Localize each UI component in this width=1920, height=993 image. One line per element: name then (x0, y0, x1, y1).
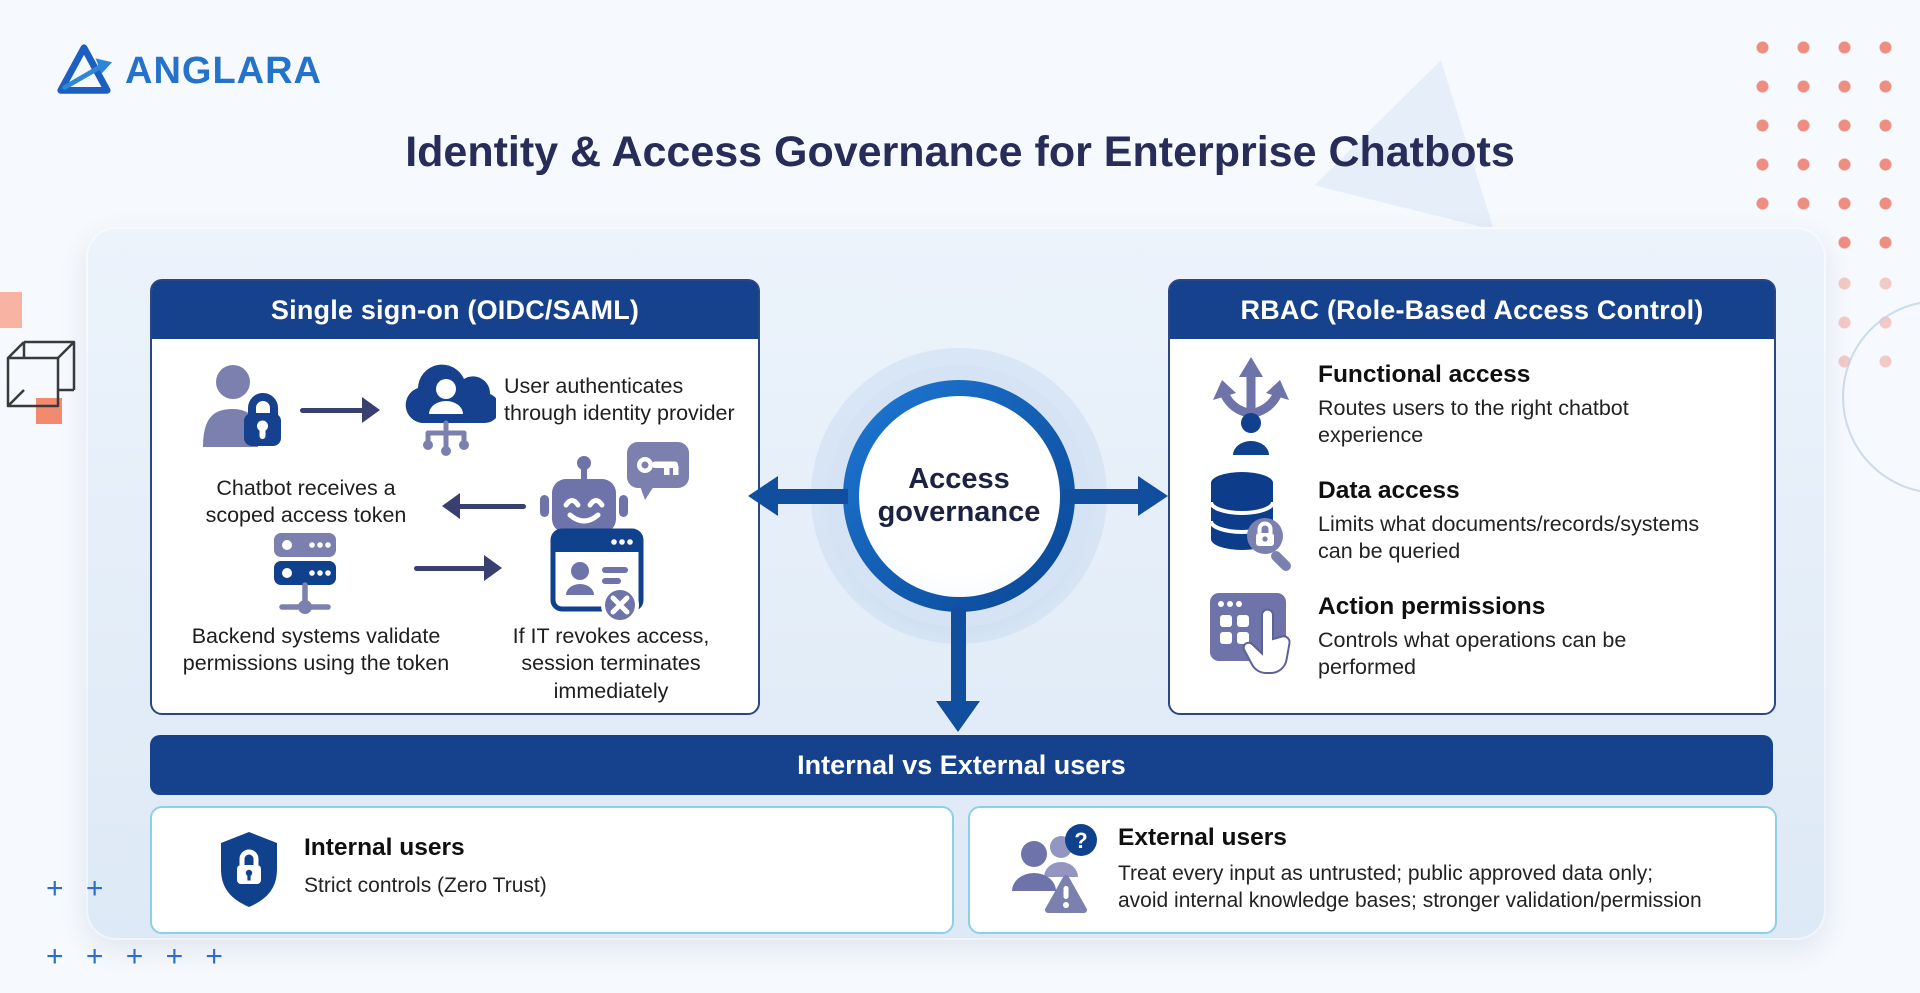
internal-users-title: Internal users (304, 834, 465, 861)
sso-card: Single sign-on (OIDC/SAML) User authenti… (150, 279, 760, 715)
arrow-right-icon (414, 555, 502, 581)
plus-decoration-row-bottom: + + + + + (46, 940, 230, 973)
keypad-hand-icon (1210, 593, 1291, 674)
sso-step3-left-caption: Backend systems validate permissions usi… (182, 624, 450, 676)
svg-text:?: ? (1074, 828, 1087, 853)
internal-users-desc: Strict controls (Zero Trust) (304, 874, 547, 897)
users-alert-icon: ? (1012, 824, 1097, 913)
access-governance-hub: Access governance (843, 380, 1075, 612)
rbac-card-header: RBAC (Role-Based Access Control) (1170, 281, 1774, 339)
triangle-arrow-logo-icon (57, 44, 113, 94)
rbac-item-title: Functional access (1318, 361, 1531, 388)
rbac-card: RBAC (Role-Based Access Control) Functio… (1168, 279, 1776, 715)
sso-step2-caption: Chatbot receives a scoped access token (205, 476, 407, 528)
main-diagram-panel: Single sign-on (OIDC/SAML) User authenti… (86, 227, 1826, 940)
user-lock-icon (203, 365, 281, 447)
salmon-rect-decoration (0, 292, 22, 328)
arrow-left-icon (748, 476, 852, 516)
coral-dot-grid (1742, 28, 1920, 263)
arrow-left-icon (442, 493, 526, 519)
brand-name: ANGLARA (125, 49, 322, 92)
external-users-desc: Treat every input as untrusted; public a… (1118, 862, 1702, 913)
server-icon (274, 533, 336, 614)
browser-revoke-icon (550, 528, 644, 624)
key-bubble-icon (627, 442, 689, 500)
shield-lock-icon (221, 832, 277, 907)
users-section-title: Internal vs External users (797, 749, 1126, 780)
brand-logo: ANGLARA (55, 42, 322, 100)
arrow-right-icon (1062, 476, 1170, 516)
rbac-item-desc: Controls what operations can be performe… (1318, 628, 1627, 680)
arrow-right-icon (300, 397, 380, 423)
sso-card-header: Single sign-on (OIDC/SAML) (152, 281, 758, 339)
external-users-card: ? External users Treat every input as un… (968, 806, 1777, 934)
database-lock-icon (1209, 472, 1291, 571)
rbac-item-desc: Routes users to the right chatbot experi… (1318, 396, 1629, 448)
arrow-down-icon (936, 608, 981, 734)
rbac-item-title: Action permissions (1318, 593, 1546, 620)
chatbot-icon (540, 456, 628, 533)
rbac-item-desc: Limits what documents/records/systems ca… (1318, 512, 1700, 564)
internal-users-card: Internal users Strict controls (Zero Tru… (150, 806, 954, 934)
branch-arrows-icon (1213, 357, 1289, 455)
cube-wireframe-icon (6, 340, 76, 408)
sso-step3-right-caption: If IT revokes access, session terminates… (512, 624, 710, 703)
sso-step1-caption: User authenticates through identity prov… (504, 374, 735, 426)
external-users-title: External users (1118, 824, 1287, 851)
plus-decoration-row-top: + + (46, 872, 111, 905)
hub-label: Access governance (877, 462, 1041, 528)
hub-inner-circle: Access governance (858, 395, 1060, 597)
cloud-identity-icon (405, 364, 496, 456)
page-title: Identity & Access Governance for Enterpr… (405, 128, 1515, 176)
rbac-item-title: Data access (1318, 477, 1460, 504)
users-section-header: Internal vs External users (150, 735, 1773, 795)
